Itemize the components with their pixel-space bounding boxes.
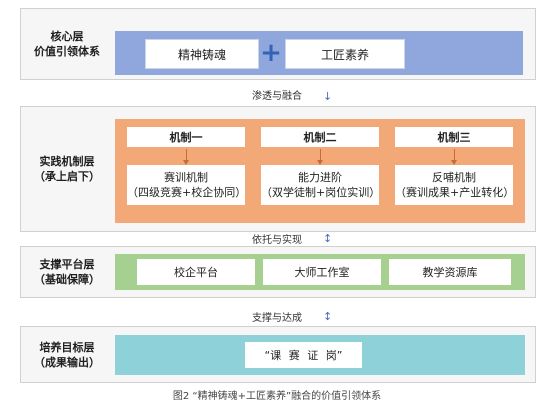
connector-label: 支撑与达成 [252, 312, 302, 324]
mechanism-title: 反哺机制 [432, 171, 476, 184]
mechanism-detail: （双学徒制+岗位实训） [261, 186, 381, 199]
mechanism-label-line2: （承上启下） [34, 170, 100, 183]
mechanism-title: 赛训机制 [164, 171, 208, 184]
mechanism-column-2: 机制二 能力进阶 （双学徒制+岗位实训） [261, 127, 381, 205]
platform-item: 大师工作室 [263, 259, 381, 285]
mechanism-head: 机制二 [261, 127, 379, 147]
double-arrow-icon: ↕ [323, 310, 333, 323]
mechanism-body: 反哺机制 （赛训成果+产业转化） [395, 165, 515, 205]
arrow-down-icon: ↓ [323, 90, 333, 103]
double-arrow-icon: ↕ [323, 232, 333, 245]
goal-layer: 培养目标层 （成果输出） “课 赛 证 岗” [20, 326, 536, 383]
platform-item: 教学资源库 [389, 259, 511, 285]
goal-box: “课 赛 证 岗” [245, 342, 362, 368]
platform-label-line1: 支撑平台层 [39, 258, 95, 271]
mechanism-detail: （赛训成果+产业转化） [395, 186, 515, 199]
connector-support: 依托与实现 ↕ [20, 230, 534, 246]
mechanism-detail: （四级竞赛+校企协同） [127, 186, 247, 199]
platform-label-line2: （基础保障） [34, 273, 100, 286]
core-label-line2: 价值引领体系 [34, 45, 100, 58]
platform-layer-label: 支撑平台层 （基础保障） [21, 247, 113, 297]
platform-layer: 支撑平台层 （基础保障） 校企平台 大师工作室 教学资源库 [20, 246, 536, 298]
core-layer: 核心层 价值引领体系 精神铸魂 + 工匠素养 [20, 8, 536, 80]
mechanism-column-1: 机制一 赛训机制 （四级竞赛+校企协同） [127, 127, 247, 205]
arrow-down-icon [261, 147, 379, 165]
connector-permeation: 渗透与融合 ↓ [20, 86, 534, 103]
goal-label-line1: 培养目标层 [39, 340, 95, 354]
core-layer-label: 核心层 价值引领体系 [21, 9, 113, 79]
mechanism-layer-label: 实践机制层 （承上启下） [21, 107, 113, 231]
mechanism-column-3: 机制三 反哺机制 （赛训成果+产业转化） [395, 127, 515, 205]
mechanism-body: 赛训机制 （四级竞赛+校企协同） [127, 165, 247, 205]
core-label-line1: 核心层 [50, 30, 84, 43]
core-band: 精神铸魂 + 工匠素养 [115, 31, 523, 75]
figure-caption: 图2 “精神铸魂+工匠素养”融合的价值引领体系 [172, 391, 382, 402]
core-box-spirit: 精神铸魂 [145, 39, 259, 69]
mechanism-title: 能力进阶 [298, 171, 342, 184]
plus-icon: + [260, 38, 282, 68]
goal-band: “课 赛 证 岗” [115, 335, 525, 375]
connector-label: 渗透与融合 [252, 90, 302, 102]
mechanism-band: 机制一 赛训机制 （四级竞赛+校企协同） 机制二 能力进阶 （双学徒制+岗位实训… [115, 119, 525, 223]
arrow-down-icon [395, 147, 513, 165]
mechanism-layer: 实践机制层 （承上启下） 机制一 赛训机制 （四级竞赛+校企协同） 机制二 能力… [20, 106, 536, 232]
mechanism-body: 能力进阶 （双学徒制+岗位实训） [261, 165, 381, 205]
platform-item: 校企平台 [137, 259, 255, 285]
mechanism-head: 机制三 [395, 127, 513, 147]
core-box-craftsmanship: 工匠素养 [285, 39, 405, 69]
connector-label: 依托与实现 [252, 234, 302, 246]
goal-layer-label: 培养目标层 （成果输出） [21, 327, 113, 382]
arrow-down-icon [127, 147, 245, 165]
goal-label-line2: （成果输出） [34, 355, 100, 369]
platform-band: 校企平台 大师工作室 教学资源库 [115, 254, 525, 290]
mechanism-label-line1: 实践机制层 [39, 155, 95, 168]
mechanism-head: 机制一 [127, 127, 245, 147]
connector-achieve: 支撑与达成 ↕ [20, 308, 534, 324]
